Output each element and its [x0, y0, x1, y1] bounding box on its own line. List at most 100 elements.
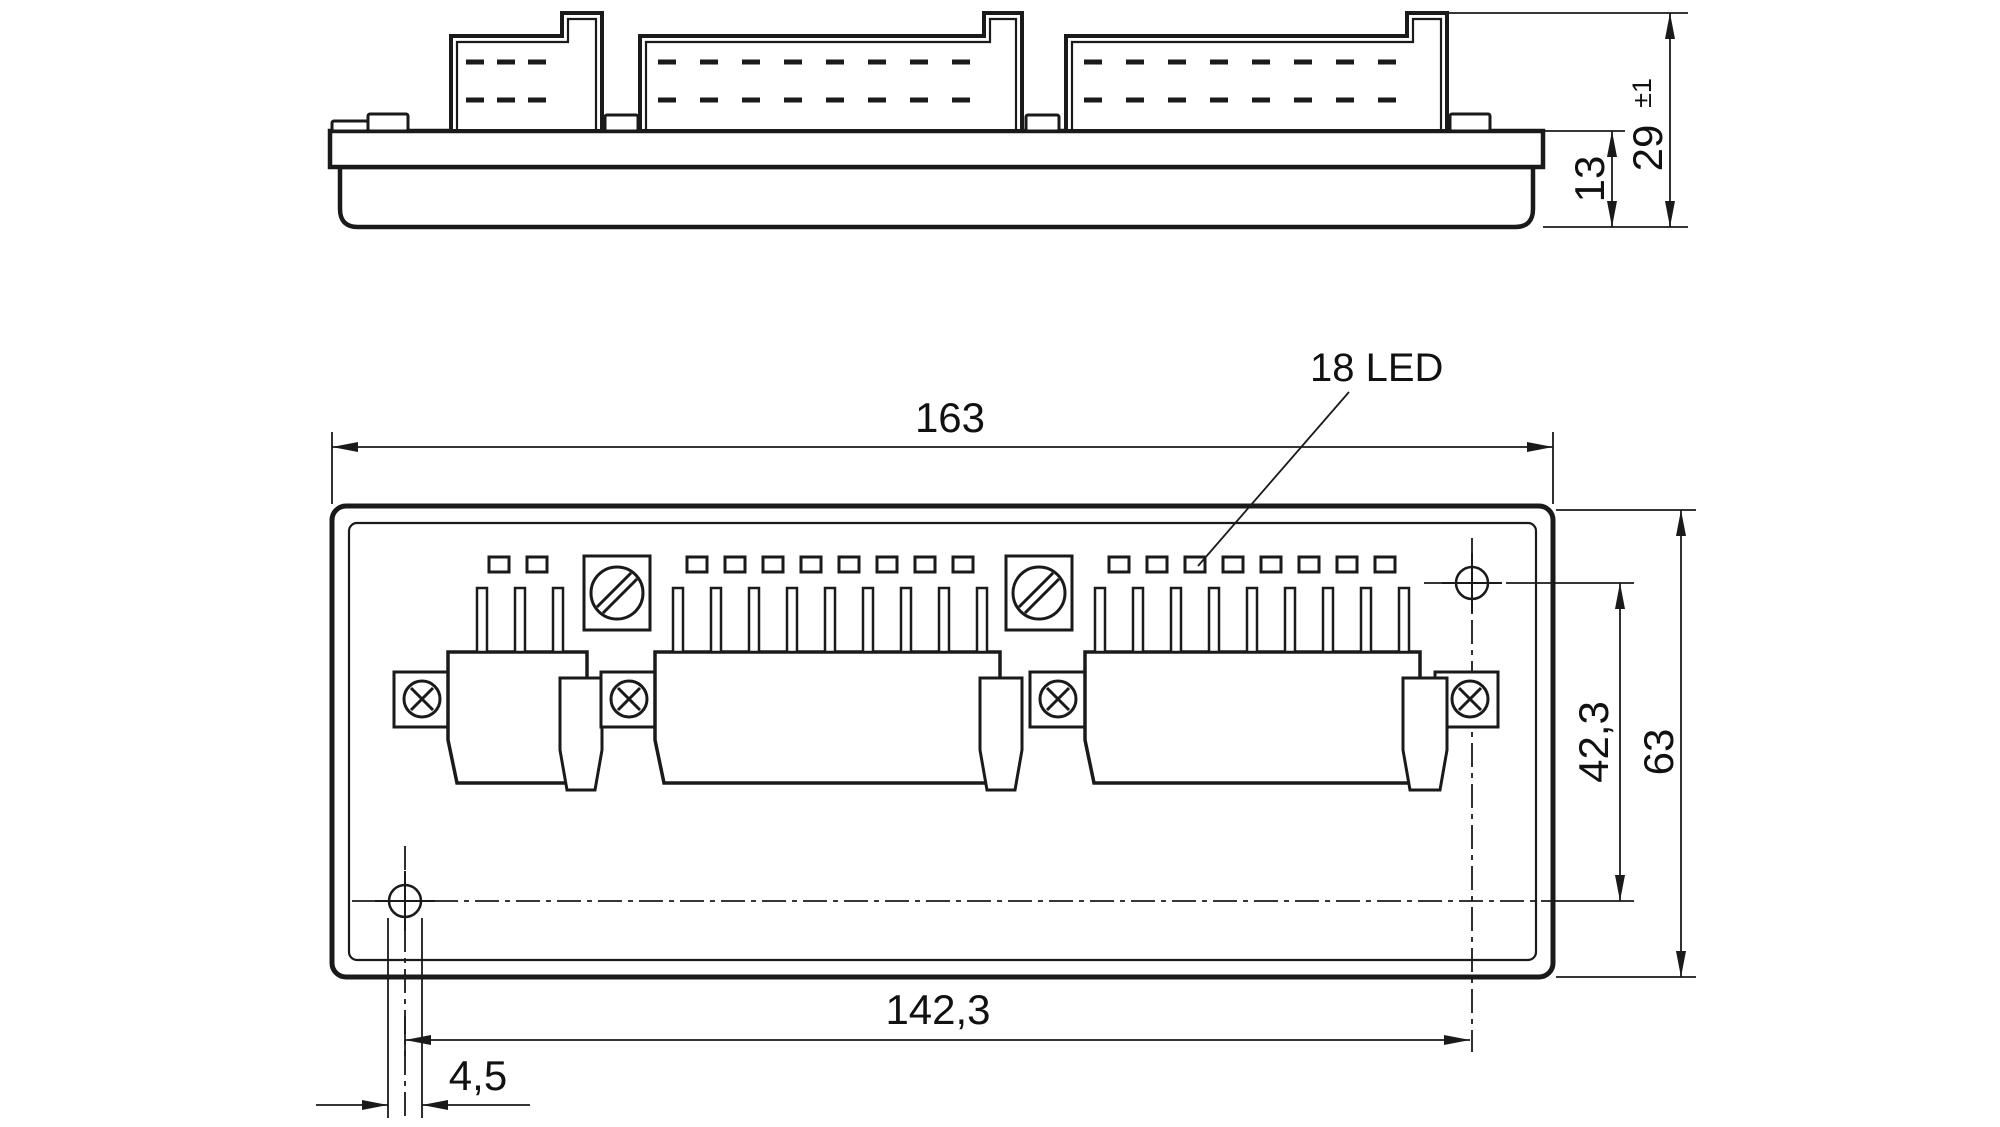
mounting-hole — [375, 871, 435, 931]
screw-slot — [595, 571, 633, 609]
connector-latch — [558, 676, 604, 792]
front-connector — [392, 555, 604, 792]
connector-inner-wall — [455, 17, 598, 131]
connector-pin — [671, 586, 685, 654]
connector-pin — [709, 586, 723, 654]
led-indicator — [1221, 555, 1245, 574]
connector-body — [653, 650, 1002, 785]
connector-outline — [449, 11, 604, 133]
connector-outline — [638, 11, 1024, 133]
plate-bump — [330, 119, 370, 133]
mounting-hole — [1442, 553, 1502, 613]
led-indicator — [1183, 555, 1207, 574]
dimension-arrowhead — [1615, 583, 1625, 609]
dimension-arrowhead — [1665, 13, 1675, 39]
connector-body — [1083, 650, 1422, 785]
dimension-arrowhead — [1665, 201, 1675, 227]
connector-pin — [1093, 586, 1107, 654]
side-elevation-view — [327, 11, 1546, 230]
front-connector — [1028, 555, 1500, 792]
connector-pin — [747, 586, 761, 654]
dimension-arrowhead — [1444, 1035, 1470, 1045]
dimension-arrowhead — [422, 1100, 448, 1110]
led-indicator — [875, 555, 899, 574]
screw-slot — [601, 577, 639, 615]
connector-pin — [513, 586, 527, 654]
led-indicator — [723, 555, 747, 574]
connector-pin — [1131, 586, 1145, 654]
led-indicator — [1297, 555, 1321, 574]
connector-outline — [1064, 11, 1449, 133]
led-indicator — [1107, 555, 1131, 574]
connector-pin — [975, 586, 989, 654]
connector-inner-wall — [1070, 17, 1443, 131]
dimension-arrowhead — [405, 1035, 431, 1045]
connector-pin — [1321, 586, 1335, 654]
screw-terminal — [582, 554, 652, 632]
dimension-arrowhead — [1527, 442, 1553, 452]
cross-screw-slot — [616, 686, 642, 712]
front-connector — [599, 555, 1024, 792]
dimension-arrowhead — [1615, 875, 1625, 901]
dim-label-hole-distance-y: 42,3 — [1570, 701, 1617, 783]
side-connector — [1064, 11, 1449, 133]
cross-screw-slot — [1045, 686, 1071, 712]
plate-bump — [603, 113, 640, 133]
connector-pin — [861, 586, 875, 654]
dim-label-hole-edge-offset: 4,5 — [449, 1052, 507, 1099]
screw-head — [1011, 565, 1067, 621]
connector-pin — [937, 586, 951, 654]
connector-pin — [1397, 586, 1411, 654]
connector-pin — [1245, 586, 1259, 654]
led-indicator — [525, 555, 549, 574]
connector-pin — [899, 586, 913, 654]
connector-pin — [1359, 586, 1373, 654]
connector-latch — [1401, 676, 1449, 792]
side-connector — [449, 11, 604, 133]
dim-label-side-total-height-tolerance: ±1 — [1627, 78, 1657, 108]
led-indicator — [951, 555, 975, 574]
screw-head — [589, 565, 645, 621]
led-indicator — [1335, 555, 1359, 574]
connector-pin — [823, 586, 837, 654]
connector-inner-wall — [644, 17, 1018, 131]
mounting-plate — [327, 128, 1546, 170]
connector-pin — [1283, 586, 1297, 654]
led-indicator — [837, 555, 861, 574]
dim-label-side-total-height: 29 — [1624, 125, 1671, 172]
housing-base-body — [337, 164, 1536, 230]
connector-pin — [551, 586, 565, 654]
cross-screw-slot — [409, 686, 435, 712]
housing-inner-outline — [347, 521, 1538, 962]
led-indicator — [913, 555, 937, 574]
dimension-arrowhead — [1607, 131, 1617, 157]
dim-label-hole-distance-x: 142,3 — [885, 986, 990, 1033]
cross-screw-slot — [1457, 686, 1483, 712]
led-indicator — [1259, 555, 1283, 574]
plate-bump — [1448, 112, 1492, 133]
led-indicator — [1373, 555, 1397, 574]
side-connector — [638, 11, 1024, 133]
led-callout-label: 18 LED — [1310, 346, 1443, 390]
dimension-arrowhead — [1676, 510, 1686, 536]
dimension-arrowhead — [362, 1100, 388, 1110]
led-callout-leader — [1197, 391, 1350, 567]
plate-bump — [1024, 113, 1061, 133]
led-indicator — [799, 555, 823, 574]
led-indicator — [487, 555, 511, 574]
dim-label-width-total: 163 — [915, 394, 985, 441]
dimension-arrowhead — [332, 442, 358, 452]
led-indicator — [1145, 555, 1169, 574]
plate-bump — [366, 112, 410, 133]
dimension-arrowhead — [1676, 951, 1686, 977]
connector-pin — [785, 586, 799, 654]
connector-latch — [978, 676, 1024, 792]
dim-label-side-base-height: 13 — [1566, 156, 1613, 203]
connector-pin — [475, 586, 489, 654]
screw-slot — [1023, 577, 1061, 615]
dimension-arrowhead — [1607, 201, 1617, 227]
dim-label-height-total: 63 — [1635, 729, 1682, 776]
front-view — [329, 503, 1634, 1118]
